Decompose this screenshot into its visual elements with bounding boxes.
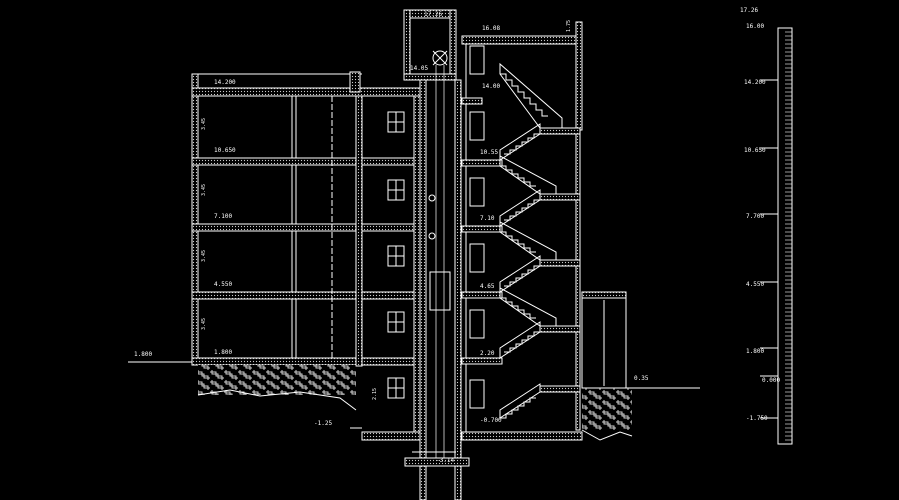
scale-level: 17.26 — [740, 7, 758, 14]
roof-level-label: 14.200 — [214, 79, 236, 86]
floor-height-dim: 3.45 — [201, 118, 207, 130]
scale-level: 4.550 — [746, 281, 764, 288]
stair-section — [461, 21, 700, 441]
earth-fill-right — [582, 388, 632, 430]
roof-parapet — [191, 87, 421, 97]
right-level-label: 0.35 — [634, 375, 649, 382]
landing-level: -0.700 — [480, 417, 502, 424]
floor-height-dim: 3.45 — [201, 318, 207, 330]
level-label: 1.800 — [214, 349, 232, 356]
floor-slab — [191, 157, 421, 166]
machine-room-level: 14.05 — [410, 65, 428, 72]
scale-level: 14.200 — [744, 79, 766, 86]
landing-level: 14.00 — [482, 83, 500, 90]
scale-level: 16.00 — [746, 23, 764, 30]
earth-fill — [198, 365, 356, 395]
landing-level: 7.10 — [480, 215, 495, 222]
scale-level: 7.700 — [746, 213, 764, 220]
left-wall — [191, 73, 199, 365]
landing-level: 2.20 — [480, 350, 495, 357]
stair-flights — [499, 62, 563, 419]
scale-level: -1.750 — [746, 415, 768, 422]
landing-level: 4.65 — [480, 283, 495, 290]
level-label: 4.550 — [214, 281, 232, 288]
floor-height-dim: 3.45 — [201, 250, 207, 262]
floor-slab — [191, 291, 421, 300]
level-label: 10.650 — [214, 147, 236, 154]
basement-level-label: -1.25 — [314, 420, 332, 427]
stair-top-right-dim: 1.75 — [566, 20, 572, 32]
stair-top-dim: 16.08 — [482, 25, 500, 32]
ground-level-label: 1.800 — [134, 351, 152, 358]
level-label: 7.100 — [214, 213, 232, 220]
basement-slab — [361, 431, 421, 441]
sheave-icon — [432, 50, 448, 66]
shaft-top-level: 17.26 — [424, 11, 442, 18]
scale-level: 10.650 — [744, 147, 766, 154]
windows — [387, 111, 405, 399]
elevator-shaft — [403, 9, 470, 500]
scale-bar — [760, 27, 793, 445]
left-building — [128, 71, 421, 441]
floor-height-dim: 3.45 — [201, 184, 207, 196]
scale-level: 0.000 — [762, 377, 780, 384]
scale-level: 1.800 — [746, 348, 764, 355]
floor-slab — [191, 223, 421, 232]
basement-dim: 2.15 — [372, 388, 378, 400]
labels: 14.200 10.650 7.100 4.550 1.800 1.800 -1… — [134, 7, 780, 464]
pit-level: -3.14 — [436, 457, 454, 464]
floor-slab — [191, 357, 421, 366]
elevator-car — [429, 271, 451, 311]
landing-level: 10.55 — [480, 149, 498, 156]
